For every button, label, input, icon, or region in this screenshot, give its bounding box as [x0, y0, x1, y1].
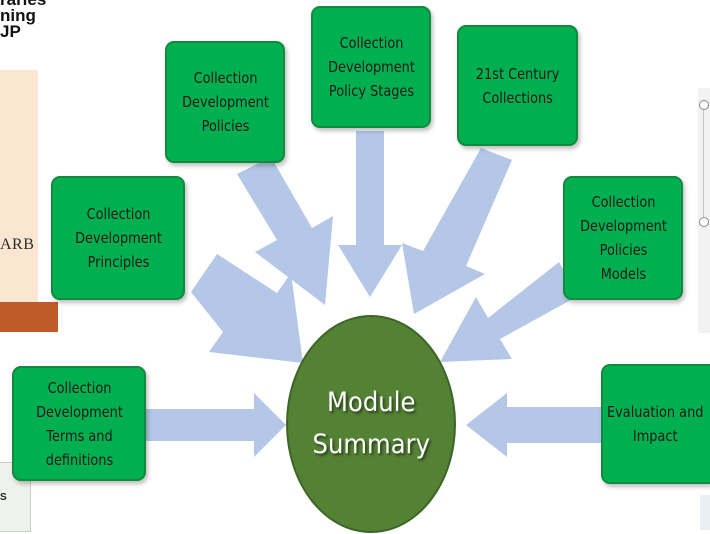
background-right-dot — [699, 217, 709, 227]
arrow-policies — [237, 157, 333, 305]
module-summary-hub: Module Summary — [286, 315, 456, 533]
background-right-fragment — [700, 495, 710, 530]
node-collection-development-policies: Collection Development Policies — [165, 41, 285, 163]
node-collection-development-principles: Collection Development Principles — [51, 176, 185, 300]
node-label: Evaluation and Impact — [607, 403, 704, 445]
arrow-evaluation — [466, 393, 602, 457]
background-right-strip — [698, 88, 710, 333]
node-label: Collection Development Policy Stages — [327, 34, 415, 100]
node-label: Collection Development Policies Models — [579, 193, 667, 283]
arrow-terms — [146, 393, 286, 457]
background-right-dot — [699, 100, 709, 110]
node-label: Collection Development Policies — [181, 69, 269, 135]
background-right-line — [703, 104, 704, 224]
node-label: Collection Development Terms and definit… — [35, 378, 123, 469]
node-label: Collection Development Principles — [74, 205, 162, 271]
node-21st-century-collections: 21st Century Collections — [457, 25, 578, 146]
node-collection-development-policy-stages: Collection Development Policy Stages — [311, 6, 431, 128]
node-collection-development-terms-and-definitions: Collection Development Terms and definit… — [12, 366, 146, 481]
background-panel-text: ARB — [0, 236, 35, 253]
arrow-policy-stages — [338, 131, 402, 297]
background-title-line: raries — [0, 0, 80, 8]
background-orange-bar — [0, 302, 58, 332]
hub-label: Module Summary — [312, 387, 430, 460]
background-title-line: ning — [0, 6, 36, 25]
background-title-line: JP — [0, 22, 21, 41]
node-label: 21st Century Collections — [475, 64, 560, 107]
arrow-21st-century — [402, 148, 512, 314]
node-evaluation-and-impact: Evaluation and Impact — [601, 364, 710, 484]
background-panel — [0, 70, 38, 302]
node-collection-development-policies-models: Collection Development Policies Models — [563, 176, 683, 300]
arrow-principles — [191, 254, 303, 363]
arrow-policies-models — [440, 262, 578, 362]
background-title: raries ning JP — [0, 0, 80, 40]
background-logo-text: S — [0, 492, 7, 503]
